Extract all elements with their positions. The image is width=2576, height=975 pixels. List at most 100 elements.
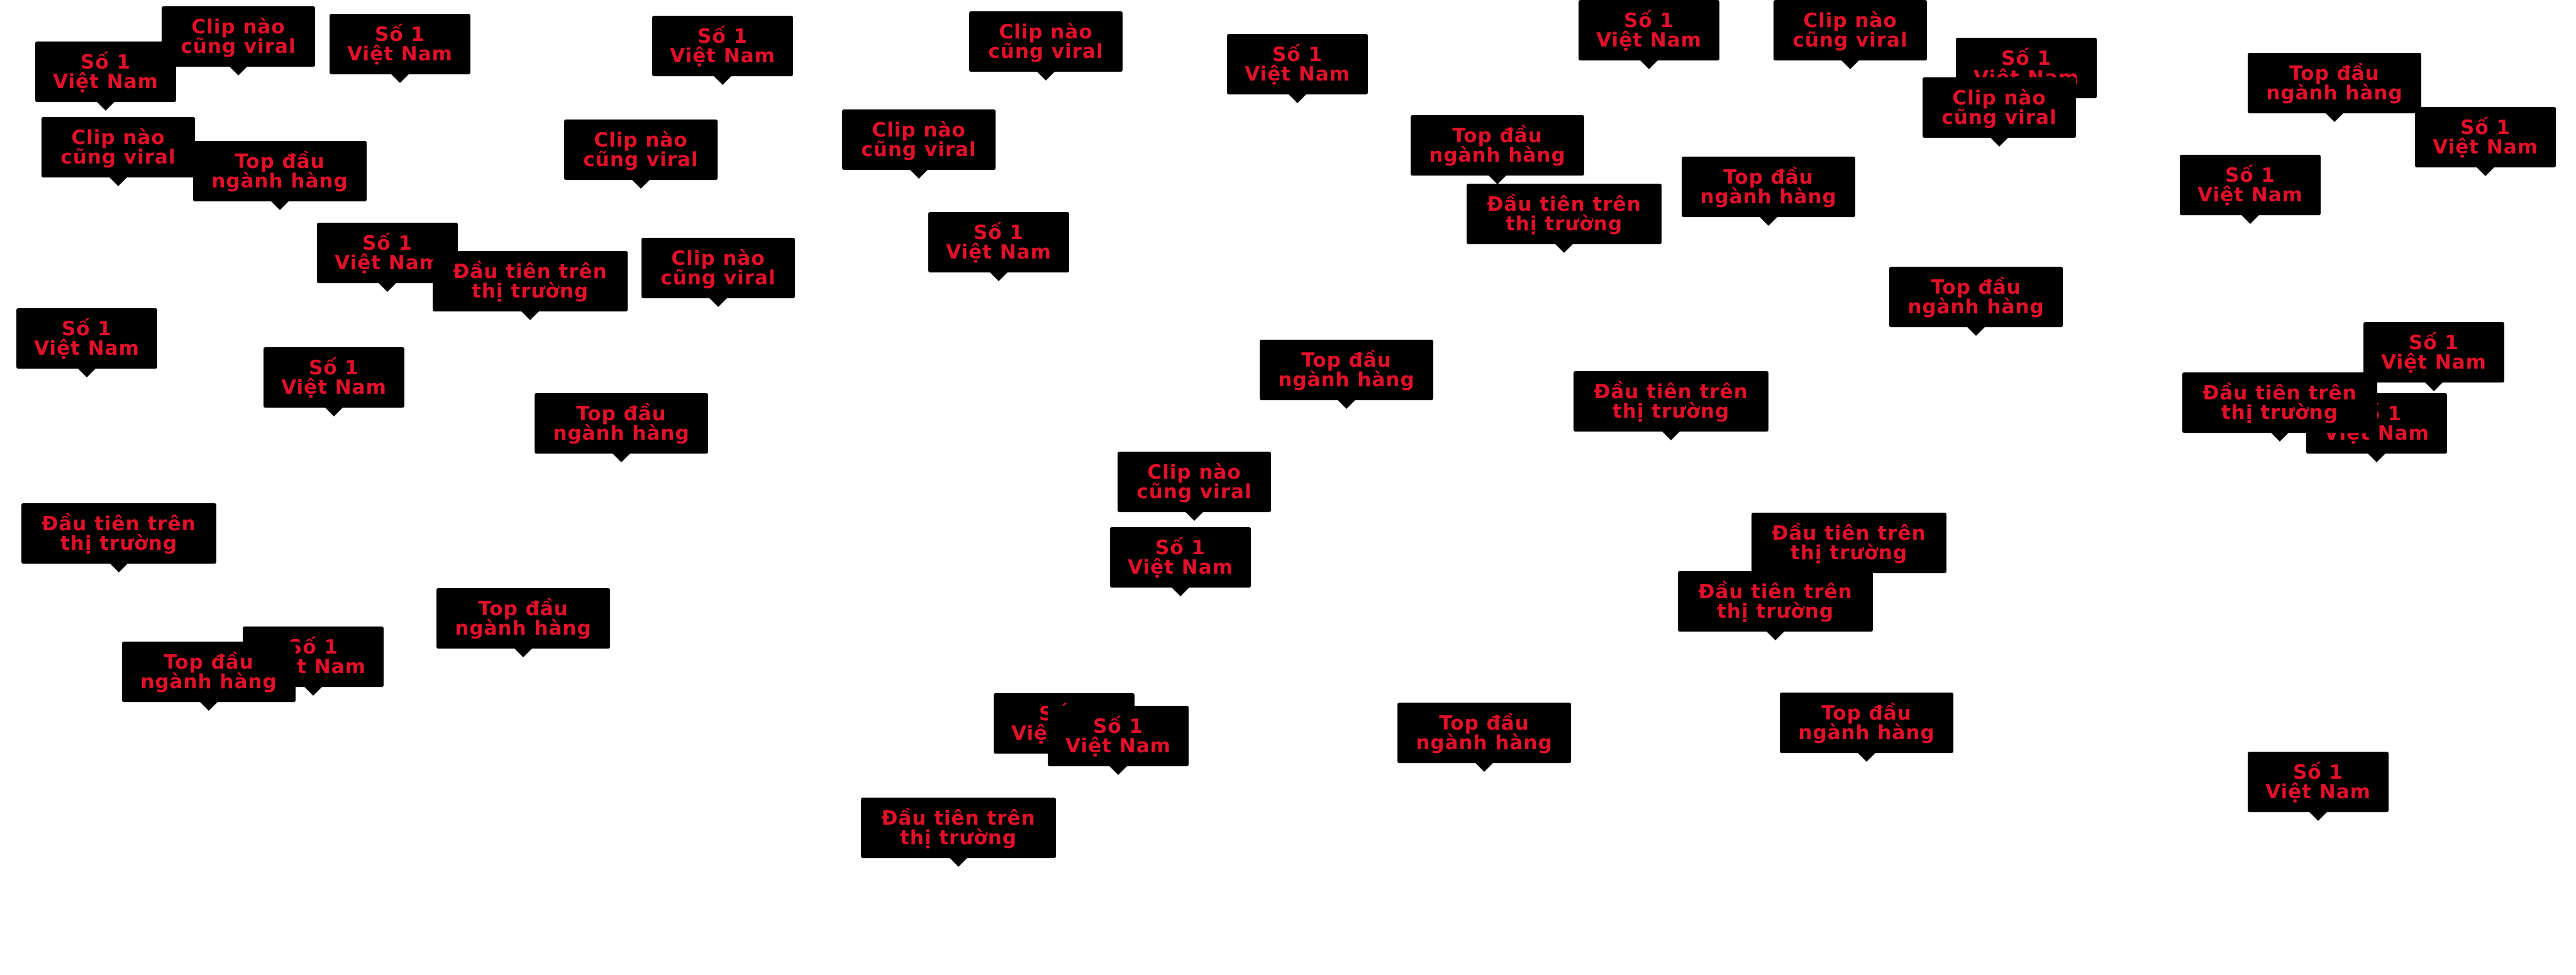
badge-so-1: Số 1 Việt Nam [264, 347, 404, 408]
badge-top-dau: Top đầu ngành hàng [1780, 693, 1953, 753]
badge-line-2: cũng viral [180, 35, 296, 58]
badge-line-2: Việt Nam [1245, 63, 1350, 86]
badge-line-1: Đầu tiên trên [1698, 581, 1853, 603]
badge-top-dau: Top đầu ngành hàng [535, 393, 708, 454]
badge-dau-tien: Đầu tiên trên thị trường [1678, 571, 1873, 632]
badge-line-1: Số 1 [62, 318, 112, 340]
badge-line-1: Số 1 [2001, 47, 2051, 70]
badge-line-2: cũng viral [1136, 481, 1252, 503]
badge-clip-viral: Clip nào cũng viral [1118, 452, 1271, 512]
badge-dau-tien: Đầu tiên trên thị trường [2182, 372, 2377, 433]
badge-line-2: cũng viral [861, 138, 977, 161]
badge-line-1: Top đầu [1931, 276, 2021, 299]
badge-line-2: thị trường [1505, 213, 1623, 235]
badge-line-1: Số 1 [1272, 43, 1323, 66]
badge-line-2: Việt Nam [1596, 29, 1702, 52]
badge-line-2: cũng viral [660, 267, 776, 289]
badge-top-dau: Top đầu ngành hàng [1397, 703, 1571, 763]
badge-line-1: Số 1 [1093, 715, 1143, 738]
badge-line-2: cũng viral [1941, 106, 2057, 129]
badge-line-2: thị trường [471, 280, 589, 303]
badge-line-2: Việt Nam [347, 43, 453, 65]
badge-line-2: ngành hàng [1278, 369, 1415, 391]
badge-line-2: cũng viral [1792, 29, 1908, 52]
badge-dau-tien: Đầu tiên trên thị trường [1574, 371, 1768, 432]
badge-so-1: Số 1 Việt Nam [1227, 34, 1368, 94]
badge-line-1: Số 1 [80, 51, 131, 74]
badge-line-1: Số 1 [697, 25, 748, 48]
badge-so-1: Số 1 Việt Nam [1048, 706, 1189, 766]
badge-line-1: Top đầu [478, 598, 569, 620]
badge-clip-viral: Clip nào cũng viral [842, 109, 996, 170]
badge-line-2: thị trường [1716, 600, 1835, 623]
badge-line-2: thị trường [60, 532, 178, 555]
badge-line-1: Top đầu [235, 150, 325, 173]
badge-line-1: Top đầu [1452, 125, 1543, 147]
badge-line-1: Số 1 [375, 23, 425, 46]
badge-clip-viral: Clip nào cũng viral [42, 117, 195, 177]
badge-line-1: Số 1 [1624, 9, 1674, 32]
badge-line-1: Số 1 [2409, 332, 2459, 354]
badge-line-1: Top đầu [2289, 62, 2380, 85]
badge-line-1: Clip nào [1147, 461, 1241, 484]
badge-line-1: Đầu tiên trên [1487, 193, 1641, 216]
badge-top-dau: Top đầu ngành hàng [193, 141, 367, 201]
badge-line-2: Việt Nam [34, 337, 140, 360]
badge-line-1: Số 1 [2293, 761, 2343, 784]
badge-so-1: Số 1 Việt Nam [652, 16, 793, 76]
badge-line-2: ngành hàng [455, 617, 592, 640]
badge-line-2: Việt Nam [2381, 351, 2487, 374]
badge-line-1: Đầu tiên trên [453, 260, 608, 283]
badge-line-1: Top đầu [1439, 712, 1530, 735]
badge-line-1: Top đầu [576, 403, 667, 425]
badge-line-1: Top đầu [1821, 702, 1912, 725]
badge-line-2: cũng viral [60, 146, 176, 169]
badge-so-1: Số 1 Việt Nam [928, 212, 1069, 272]
badge-clip-viral: Clip nào cũng viral [641, 238, 795, 298]
badge-line-1: Số 1 [1155, 537, 1206, 559]
badge-line-1: Số 1 [309, 357, 359, 379]
badge-so-1: Số 1 Việt Nam [2415, 107, 2556, 167]
badge-line-2: Việt Nam [335, 252, 440, 274]
badge-line-1: Clip nào [594, 129, 688, 152]
badge-dau-tien: Đầu tiên trên thị trường [21, 503, 216, 564]
badge-top-dau: Top đầu ngành hàng [1889, 267, 2063, 327]
badge-line-2: ngành hàng [140, 671, 277, 693]
badge-top-dau: Top đầu ngành hàng [1682, 157, 1855, 217]
badge-dau-tien: Đầu tiên trên thị trường [1467, 184, 1662, 244]
badge-line-2: ngành hàng [1798, 722, 1935, 744]
badge-line-2: Việt Nam [2197, 184, 2303, 206]
badge-dau-tien: Đầu tiên trên thị trường [1752, 513, 1946, 573]
badge-clip-viral: Clip nào cũng viral [162, 6, 315, 67]
badge-line-1: Clip nào [1952, 87, 2046, 109]
badge-so-1: Số 1 Việt Nam [2180, 155, 2321, 215]
badge-line-1: Clip nào [671, 247, 765, 270]
badge-line-1: Clip nào [191, 16, 286, 38]
badge-line-2: cũng viral [583, 148, 699, 171]
badge-so-1: Số 1 Việt Nam [330, 14, 470, 74]
badge-so-1: Số 1 Việt Nam [16, 308, 157, 369]
badge-line-1: Số 1 [362, 232, 413, 255]
badge-line-1: Đầu tiên trên [881, 807, 1036, 830]
badge-top-dau: Top đầu ngành hàng [1260, 340, 1433, 400]
badge-line-2: Việt Nam [2265, 781, 2371, 803]
badge-clip-viral: Clip nào cũng viral [1774, 0, 1927, 60]
badge-so-1: Số 1 Việt Nam [2363, 322, 2504, 382]
badge-line-1: Số 1 [2225, 164, 2275, 187]
badge-line-1: Số 1 [974, 221, 1024, 244]
badge-so-1: Số 1 Việt Nam [1579, 0, 1719, 60]
badge-top-dau: Top đầu ngành hàng [122, 642, 296, 702]
badge-so-1: Số 1 Việt Nam [2248, 752, 2389, 812]
badge-line-2: ngành hàng [211, 170, 348, 192]
badge-dau-tien: Đầu tiên trên thị trường [861, 798, 1056, 858]
badge-clip-viral: Clip nào cũng viral [564, 120, 718, 180]
badge-line-2: Việt Nam [281, 376, 387, 399]
badge-line-2: thị trường [2221, 401, 2339, 424]
badge-line-1: Top đầu [1723, 166, 1814, 189]
badge-line-1: Số 1 [2460, 116, 2511, 139]
badge-line-2: ngành hàng [1907, 296, 2045, 318]
badge-line-1: Đầu tiên trên [42, 513, 196, 535]
badge-line-1: Clip nào [999, 21, 1093, 43]
badge-line-1: Clip nào [872, 119, 966, 142]
